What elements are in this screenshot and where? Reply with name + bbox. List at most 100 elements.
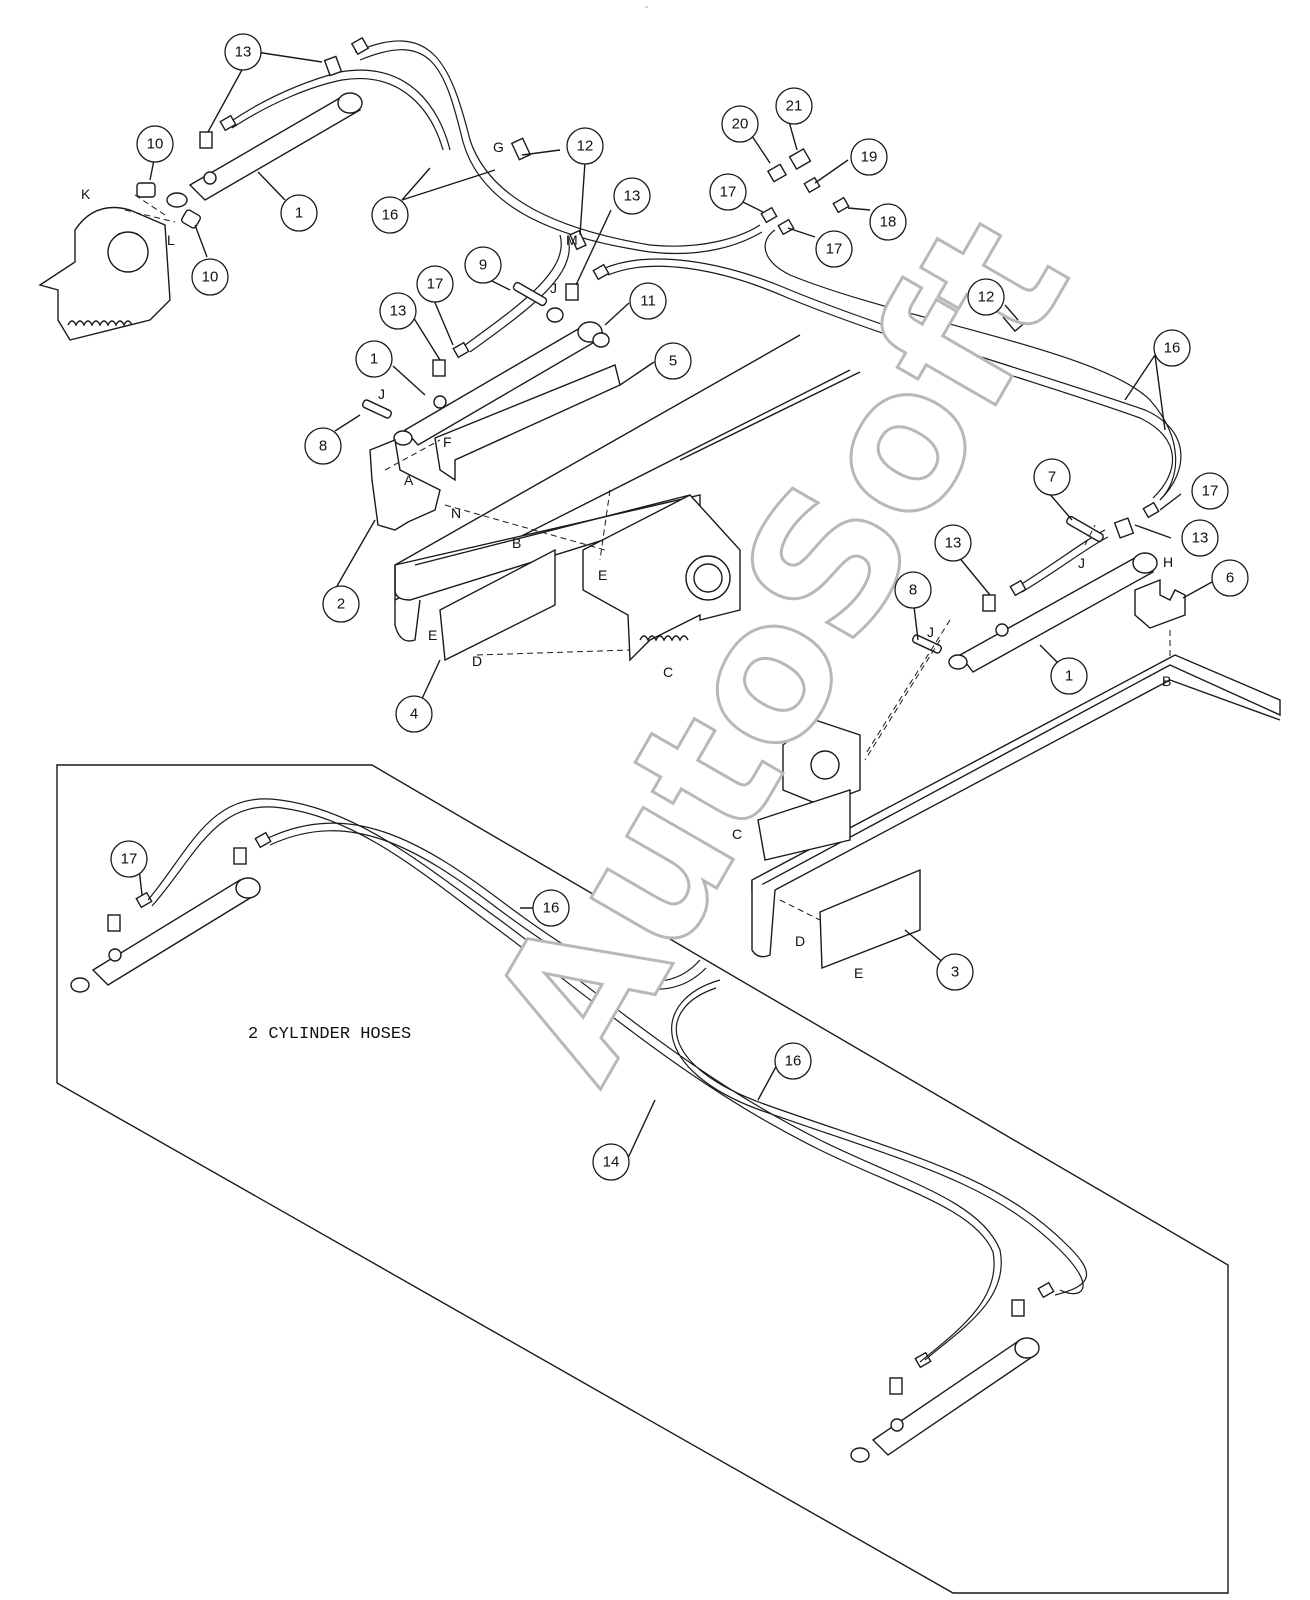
svg-text:5: 5 — [669, 353, 677, 370]
callouts: 13 1 10 10 16 12 13 17 20 21 19 18 17 9 … — [110, 33, 1249, 1181]
inset-hose-14 — [147, 798, 1002, 1361]
right-frame-beam — [751, 654, 1281, 970]
svg-text:4: 4 — [410, 706, 418, 723]
callout: 17 — [110, 840, 148, 878]
center-mount-bracket — [582, 494, 741, 662]
svg-text:12: 12 — [577, 138, 594, 155]
callout: 11 — [629, 282, 667, 320]
callout: 3 — [936, 953, 974, 991]
inset-hose-16 — [267, 822, 1084, 1295]
svg-text:K: K — [81, 186, 91, 202]
svg-text:12: 12 — [978, 289, 995, 306]
callout: 13 — [224, 33, 262, 71]
svg-text:H: H — [1163, 554, 1173, 570]
bracket-2 — [369, 439, 441, 531]
callout: 20 — [721, 105, 759, 143]
angle-bracket-5 — [434, 364, 621, 482]
svg-text:E: E — [428, 627, 437, 643]
svg-text:13: 13 — [235, 44, 252, 61]
callout: 10 — [191, 258, 229, 296]
svg-text:J: J — [550, 280, 557, 296]
svg-text:17: 17 — [121, 851, 138, 868]
svg-text:8: 8 — [319, 438, 327, 455]
svg-text:21: 21 — [786, 98, 803, 115]
callout: 14 — [592, 1143, 630, 1181]
svg-text:6: 6 — [1226, 570, 1234, 587]
svg-text:19: 19 — [861, 149, 878, 166]
svg-text:D: D — [472, 653, 482, 669]
svg-text:13: 13 — [624, 188, 641, 205]
svg-text:14: 14 — [603, 1154, 620, 1171]
svg-text:B: B — [512, 535, 521, 551]
svg-text:16: 16 — [1164, 340, 1181, 357]
svg-text:16: 16 — [543, 900, 560, 917]
svg-text:L: L — [167, 232, 175, 248]
fittings — [199, 36, 1160, 612]
right-mount-bracket — [757, 719, 861, 861]
svg-text:1: 1 — [370, 351, 378, 368]
callout: 9 — [464, 246, 502, 284]
svg-text:M: M — [566, 232, 578, 248]
callout: 12 — [967, 278, 1005, 316]
hose-right-long — [604, 258, 1182, 501]
callout: 6 — [1211, 559, 1249, 597]
svg-text:G: G — [493, 139, 504, 155]
callout: 17 — [709, 173, 747, 211]
callout: 21 — [775, 87, 813, 125]
svg-text:2: 2 — [337, 596, 345, 613]
hose-top-long — [354, 40, 761, 247]
callout: 2 — [322, 585, 360, 623]
callout: 16 — [532, 889, 570, 927]
svg-text:C: C — [732, 826, 742, 842]
callout-leaders — [137, 51, 1213, 1159]
svg-text:F: F — [443, 434, 452, 450]
callout: 18 — [869, 203, 907, 241]
svg-text:N: N — [451, 505, 461, 521]
callout: 19 — [850, 138, 888, 176]
svg-text:1: 1 — [1065, 668, 1073, 685]
inset-right-cylinder — [850, 1281, 1055, 1463]
callout: 7 — [1033, 458, 1071, 496]
svg-text:E: E — [598, 567, 607, 583]
callout: 13 — [379, 292, 417, 330]
callout: 1 — [280, 194, 318, 232]
svg-text:E: E — [854, 965, 863, 981]
svg-text:7: 7 — [1048, 469, 1056, 486]
svg-text:A: A — [404, 472, 414, 488]
inset-left-cylinder — [70, 831, 272, 993]
right-hydraulic-cylinder — [948, 552, 1158, 673]
callout: 16 — [1153, 329, 1191, 367]
svg-text:3: 3 — [951, 964, 959, 981]
svg-text:J: J — [927, 624, 934, 640]
callout: 16 — [774, 1042, 812, 1080]
top-left-bracket-plate — [38, 206, 171, 341]
svg-text:D: D — [795, 933, 805, 949]
svg-text:B: B — [1162, 673, 1171, 689]
callout: 1 — [1050, 657, 1088, 695]
inset-frame — [56, 764, 1229, 1594]
callout: 8 — [894, 571, 932, 609]
svg-text:16: 16 — [785, 1053, 802, 1070]
svg-text:13: 13 — [1192, 530, 1209, 547]
svg-text:17: 17 — [427, 276, 444, 293]
svg-text:11: 11 — [640, 293, 656, 310]
svg-text:17: 17 — [720, 184, 737, 201]
callout: 17 — [1191, 472, 1229, 510]
svg-text:13: 13 — [945, 535, 962, 552]
callout: 4 — [395, 695, 433, 733]
bracket-6 — [1134, 578, 1186, 629]
svg-text:13: 13 — [390, 303, 407, 320]
svg-text:C: C — [663, 664, 673, 680]
callout: 16 — [371, 196, 409, 234]
svg-text:17: 17 — [826, 241, 843, 258]
header-mark: ™ — [644, 6, 649, 12]
svg-text:9: 9 — [479, 257, 487, 274]
callout: 13 — [1181, 519, 1219, 557]
svg-text:10: 10 — [202, 269, 219, 286]
top-hydraulic-cylinder — [166, 92, 363, 208]
callout: 12 — [566, 127, 604, 165]
svg-text:1: 1 — [295, 205, 303, 222]
svg-text:8: 8 — [909, 582, 917, 599]
callout: 13 — [613, 177, 651, 215]
